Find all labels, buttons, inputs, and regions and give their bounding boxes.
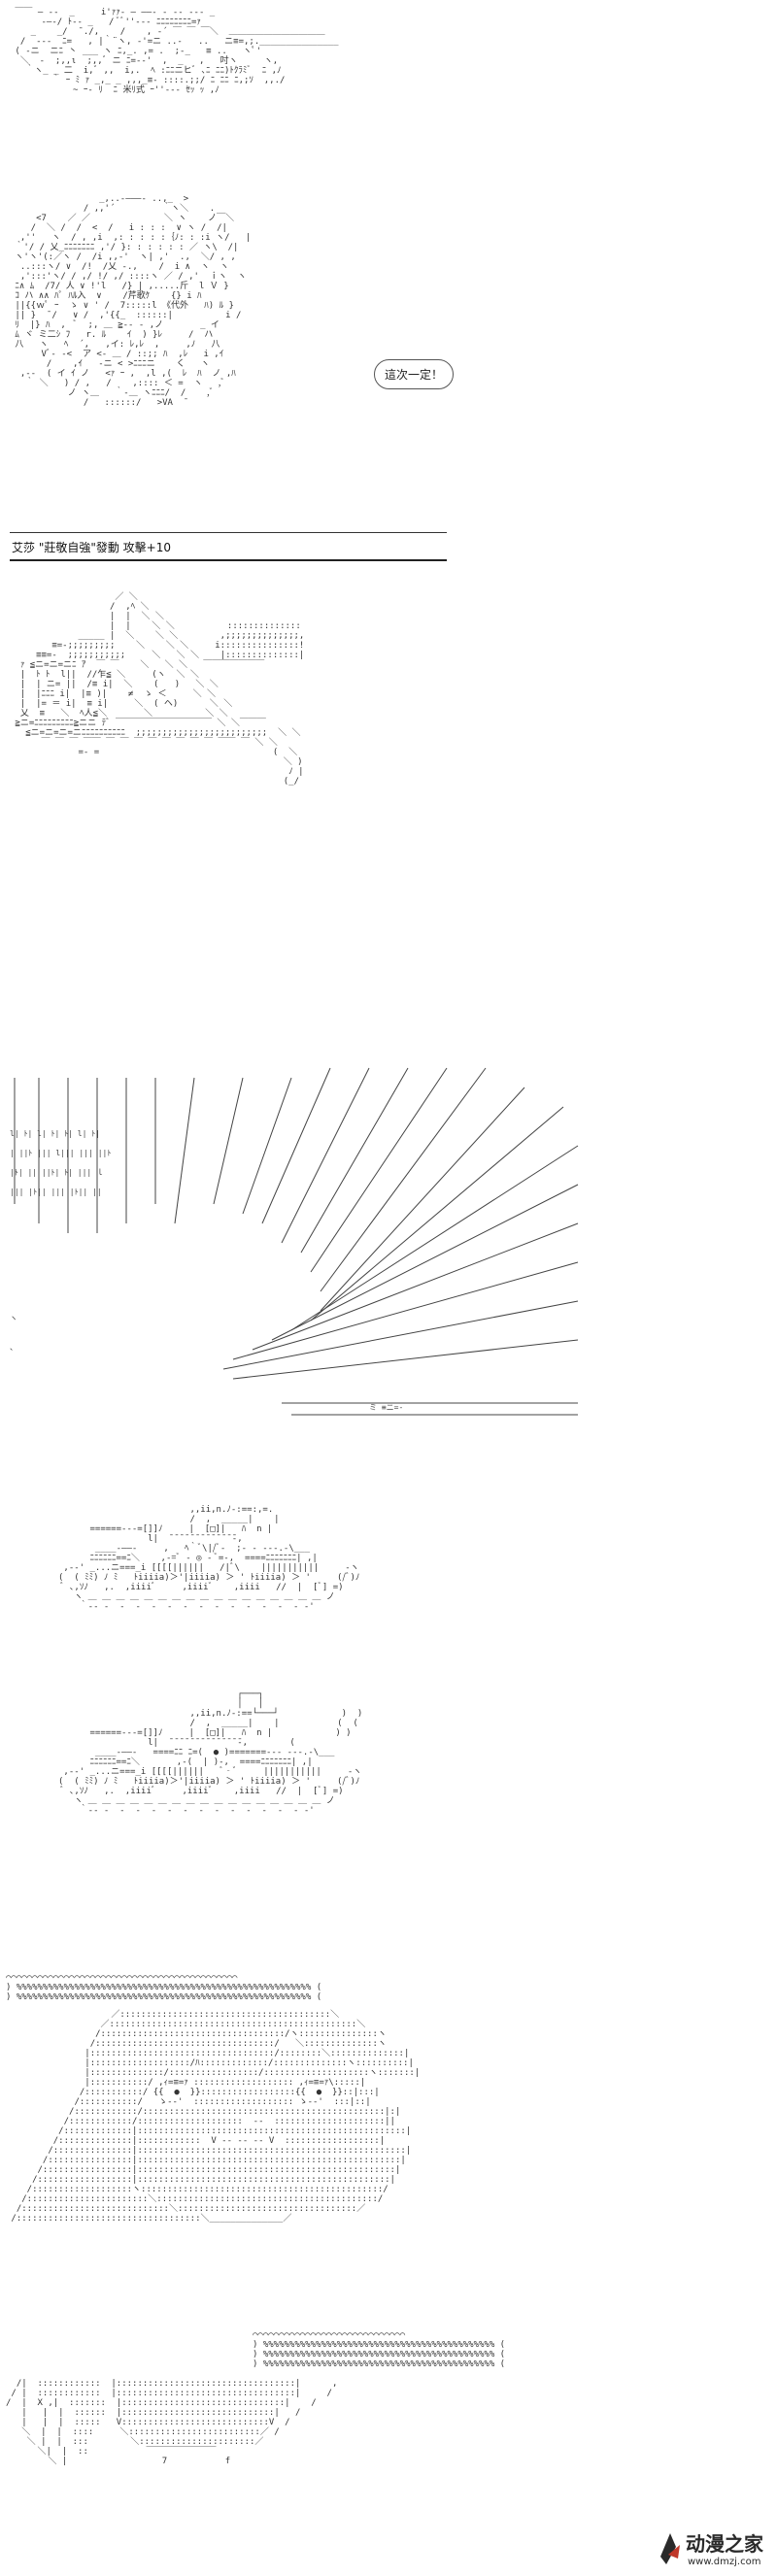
panel-1-tank-scene: ￣￣ ― ‐- _ i'ｧｧ- ― ――- ‐ -- --- _ -―-/ ﾄ-… <box>0 0 777 563</box>
watermark-brand: 动漫之家 <box>686 2532 764 2556</box>
speech-bubble: 這次一定！ <box>374 359 455 389</box>
tank-firing-ascii-art: ／ ＼ / ,ﾍ ＼ | | ＼ ＼ | | ＼ ＼ :::::::::::::… <box>15 592 305 786</box>
svg-text:ヽ: ヽ <box>10 1314 17 1322</box>
tank-ascii-art-top: ￣￣ ― ‐- _ i'ｧｧ- ― ――- ‐ -- --- _ -―-/ ﾄ-… <box>15 8 339 95</box>
svg-text:l| ﾄ| l| ﾄ| ﾄ| l| ﾄ|: l| ﾄ| l| ﾄ| ﾄ| l| ﾄ| <box>10 1129 100 1138</box>
svg-text:ミ ≡ニ=-: ミ ≡ニ=- <box>369 1403 403 1412</box>
caption-bottom-divider <box>10 559 447 561</box>
caption-text: 艾莎 "莊敬自強"發動 攻擊+10 <box>12 541 171 554</box>
panel-3-explosion: l| ﾄ| l| ﾄ| ﾄ| l| ﾄ| | ||ﾄ ||| l||| ||| … <box>0 1010 777 1456</box>
svg-text:| ||ﾄ ||| l||| ||| ||ﾄ: | ||ﾄ ||| l||| ||| ||ﾄ <box>10 1149 111 1157</box>
svg-text:、: 、 <box>10 1343 17 1352</box>
speech-bubble-text: 這次一定！ <box>385 368 444 382</box>
tank-ascii-art-lower: ┌───┐ │ │ ,,ii,n.ﾉ‐:==└───┘ ) ) / , ____… <box>58 1689 363 1816</box>
character-ascii-art: _,..-―――- ..,_ > / ,,'´ ｀ヽ＼ . <7 ／ ／ ＼ ヽ… <box>15 194 252 408</box>
caption-top-divider <box>10 532 447 533</box>
explosion-burst-icon: l| ﾄ| l| ﾄ| ﾄ| l| ﾄ| | ||ﾄ ||| l||| ||| … <box>10 1067 579 1416</box>
panel-5-large-character: ⌒⌒⌒⌒⌒⌒⌒⌒⌒⌒⌒⌒⌒⌒⌒⌒⌒⌒⌒⌒⌒⌒⌒⌒⌒⌒⌒⌒⌒⌒⌒⌒⌒⌒⌒⌒⌒⌒⌒⌒… <box>0 1923 777 2576</box>
panel-4-two-tanks: ,,ii,n.ﾉ‐:==:,=. / , _____| | ======---=… <box>0 1456 777 1923</box>
tank-ascii-art-upper: ,,ii,n.ﾉ‐:==:,=. / , _____| | ======---=… <box>58 1505 360 1612</box>
decorative-wave-border-top: ⌒⌒⌒⌒⌒⌒⌒⌒⌒⌒⌒⌒⌒⌒⌒⌒⌒⌒⌒⌒⌒⌒⌒⌒⌒⌒⌒⌒⌒⌒⌒⌒⌒⌒⌒⌒⌒⌒⌒⌒… <box>6 1973 322 2002</box>
panel-2-tank-fire: ／ ＼ / ,ﾍ ＼ | | ＼ ＼ | | ＼ ＼ :::::::::::::… <box>0 563 777 1010</box>
decorative-wave-border-mid: ⌒⌒⌒⌒⌒⌒⌒⌒⌒⌒⌒⌒⌒⌒⌒⌒⌒⌒⌒⌒⌒⌒⌒⌒⌒⌒⌒⌒⌒ ) %%%%%%%%… <box>253 2330 506 2369</box>
watermark-url: www.dmzj.com <box>688 2557 760 2567</box>
large-character-ascii-art: ／:::::::::::::::::::::::::::::::::::::::… <box>11 2010 421 2224</box>
svg-text:|ﾄ| || ||ﾄ| ﾄ| ||| ｌ: |ﾄ| || ||ﾄ| ﾄ| ||| ｌ <box>10 1168 104 1177</box>
character-lower-ascii-art: /| :::::::::::: |:::::::::::::::::::::::… <box>6 2379 338 2466</box>
dmzj-logo-icon: 动漫之家 www.dmzj.com <box>660 2532 764 2567</box>
svg-text:||| |ﾄ|| ||| |ﾄ|| ||: ||| |ﾄ|| ||| |ﾄ|| || <box>10 1188 102 1196</box>
